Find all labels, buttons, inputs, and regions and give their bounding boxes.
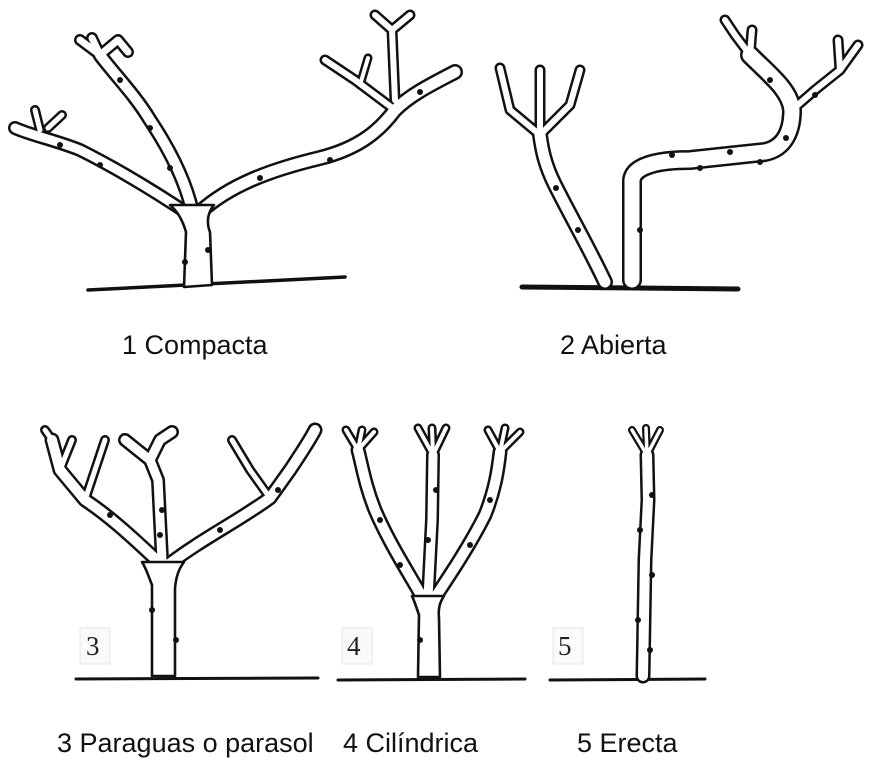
tree-cilindrica: 4 [338,428,525,680]
ground-line-3 [76,678,318,679]
panel-number-3: 3 [86,631,100,661]
panel-number-5: 5 [558,631,572,661]
panel-number-4: 4 [347,631,361,661]
ground-line-1 [88,277,345,290]
tree-compacta [15,15,455,290]
caption-abierta: 2 Abierta [560,330,667,361]
branches-1 [15,15,455,215]
tree-erecta: 5 [550,428,705,680]
trunk-1 [170,205,214,287]
branches-5 [632,428,660,676]
caption-paraguas: 3 Paraguas o parasol [57,728,314,759]
branches-4 [346,428,520,602]
ground-line-4 [338,679,525,680]
caption-compacta: 1 Compacta [122,330,268,361]
caption-erecta: 5 Erecta [577,728,678,759]
trunk-4 [412,596,444,677]
tree-abierta [500,20,858,289]
branches-3 [45,430,315,565]
caption-cilindrica: 4 Cilíndrica [343,728,478,759]
branches-2 [500,20,858,282]
ground-line-5 [550,679,705,680]
trunk-3 [142,562,184,676]
tree-paraguas: 3 [45,430,318,679]
